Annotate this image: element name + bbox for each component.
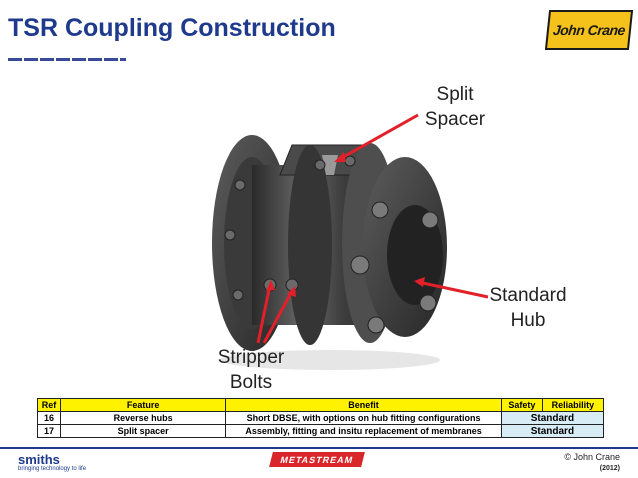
- metastream-text: METASTREAM: [279, 454, 355, 465]
- stripper-bolt-arrow-1: [256, 284, 272, 344]
- standard-hub-label: Standard Hub: [480, 283, 576, 333]
- metastream-logo: METASTREAM: [269, 452, 365, 467]
- row-rating: Standard: [500, 424, 605, 438]
- year: (2012): [599, 465, 620, 472]
- table-header-row: Ref Feature Benefit Safety Reliability: [36, 398, 605, 412]
- stripper-bolts-line-2: Bolts: [229, 372, 273, 393]
- col-reliability: Reliability: [541, 398, 605, 412]
- stripper-bolt-arrowhead-2: [287, 286, 296, 297]
- row-ref: 17: [36, 424, 62, 438]
- standard-hub-arrowhead: [414, 277, 425, 287]
- stripper-bolt-arrow-2: [262, 290, 294, 344]
- row-feature: Reverse hubs: [60, 411, 227, 425]
- split-spacer-arrow: [337, 113, 419, 162]
- standard-hub-line-1: Standard: [489, 285, 567, 306]
- row-benefit: Assembly, fitting and insitu replacement…: [225, 424, 502, 438]
- smiths-tagline: bringing technology to life: [18, 466, 87, 472]
- stripper-bolt-arrowhead-1: [266, 280, 275, 291]
- col-feature: Feature: [60, 398, 227, 412]
- col-benefit: Benefit: [225, 398, 502, 412]
- row-feature: Split spacer: [60, 424, 227, 438]
- row-benefit: Short DBSE, with options on hub fitting …: [225, 411, 502, 425]
- page-title: TSR Coupling Construction: [8, 14, 336, 42]
- copyright: © John Crane: [564, 452, 620, 462]
- table-row: 16 Reverse hubs Short DBSE, with options…: [36, 411, 605, 425]
- stripper-bolts-label: Stripper Bolts: [208, 345, 294, 395]
- table-row: 17 Split spacer Assembly, fitting and in…: [36, 424, 605, 438]
- row-ref: 16: [36, 411, 62, 425]
- stripper-bolts-line-1: Stripper: [217, 347, 285, 368]
- feature-table: Ref Feature Benefit Safety Reliability 1…: [36, 398, 605, 438]
- split-spacer-label: Split Spacer: [418, 82, 492, 132]
- standard-hub-arrow: [417, 280, 489, 299]
- footer-divider: [0, 447, 638, 449]
- standard-hub-line-2: Hub: [510, 310, 546, 331]
- title-underline: [8, 58, 126, 61]
- col-ref: Ref: [36, 398, 62, 412]
- split-spacer-line-2: Spacer: [424, 109, 486, 130]
- smiths-logo: smiths: [18, 452, 60, 467]
- row-rating: Standard: [500, 411, 605, 425]
- coupling-photo: [212, 135, 447, 370]
- split-spacer-line-1: Split: [436, 84, 474, 105]
- split-spacer-arrowhead: [334, 152, 346, 162]
- col-safety: Safety: [500, 398, 543, 412]
